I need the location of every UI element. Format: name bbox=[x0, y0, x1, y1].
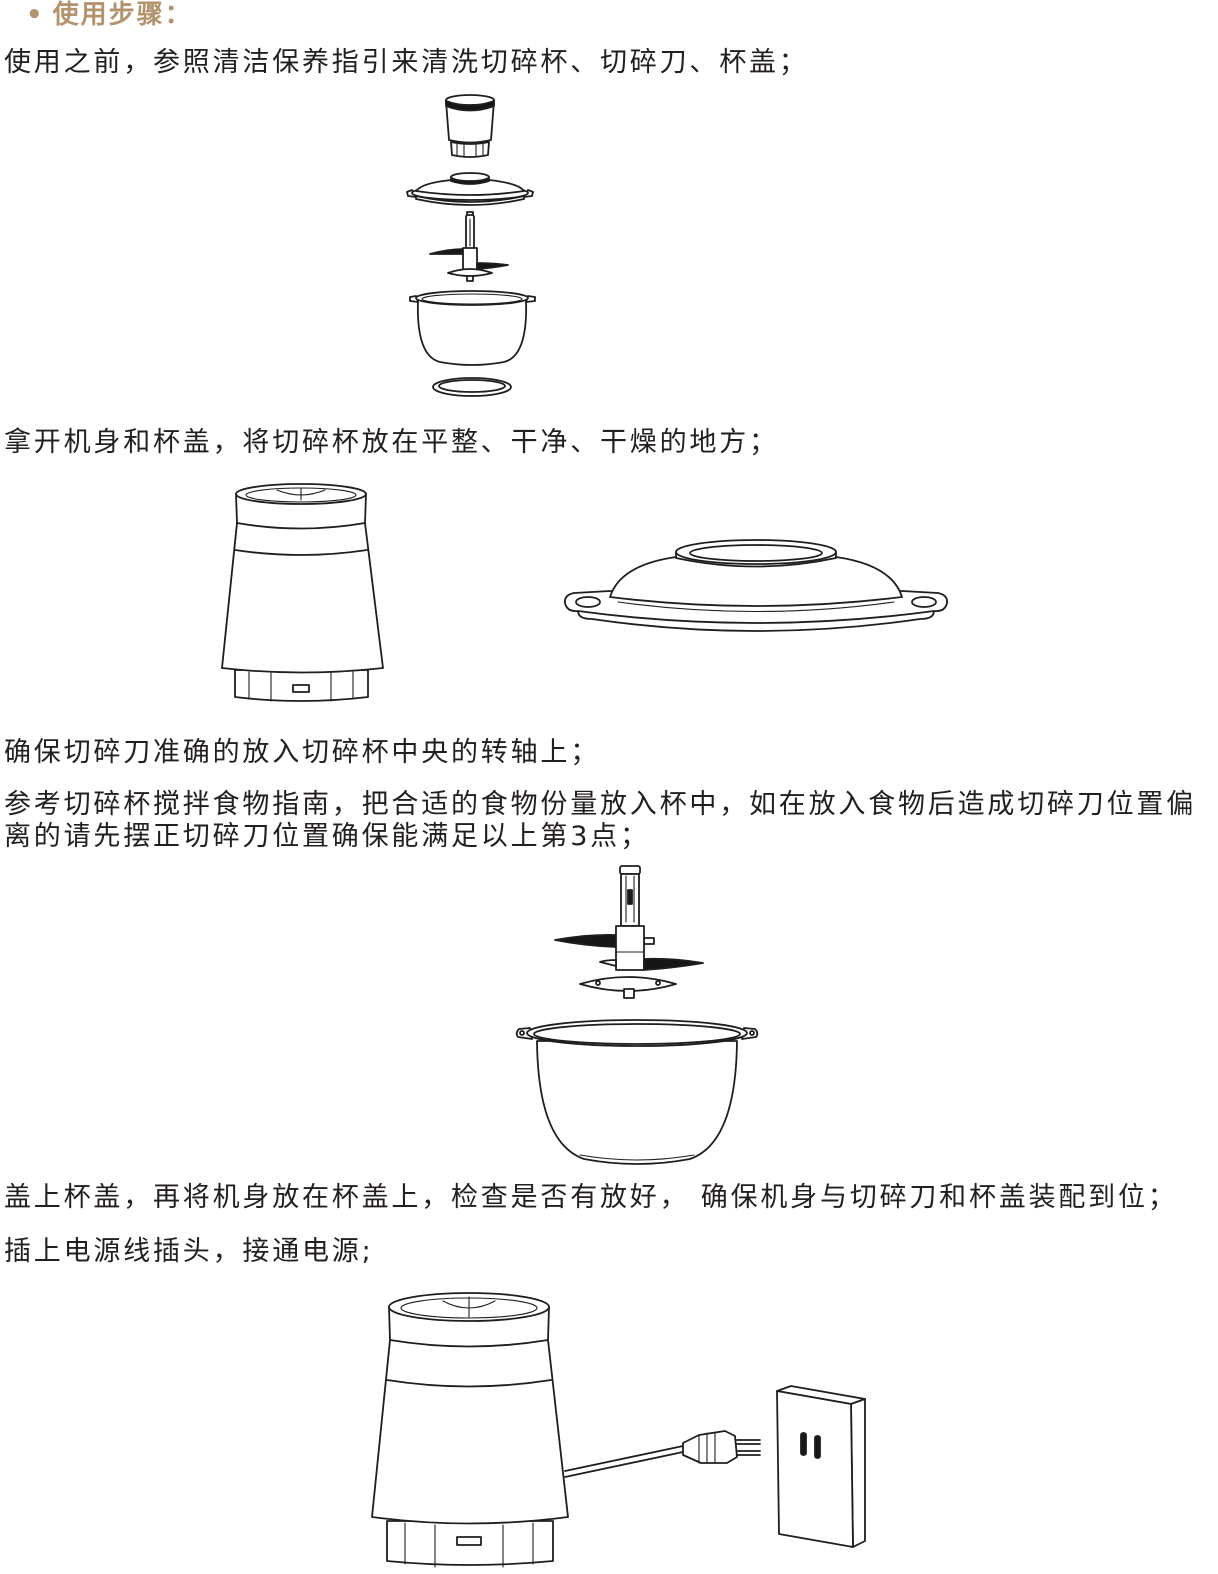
motor-unit-illustration bbox=[221, 483, 384, 702]
blade-part bbox=[429, 211, 509, 282]
bowl-part bbox=[409, 290, 536, 366]
step-4-text-line-2: 离的请先摆正切碎刀位置确保能满足以上第3点； bbox=[4, 821, 650, 852]
heading-bullet: • bbox=[26, 0, 45, 30]
assembled-unit-illustration bbox=[371, 1292, 866, 1568]
step-3-text: 确保切碎刀准确的放入切碎杯中央的转轴上； bbox=[4, 737, 600, 768]
step-1-text: 使用之前，参照清洁保养指引来清洗切碎杯、切碎刀、杯盖； bbox=[4, 47, 809, 78]
exploded-view-illustration bbox=[406, 94, 536, 397]
blade-illustration bbox=[554, 865, 704, 999]
lid-part bbox=[406, 172, 534, 206]
lid-illustration bbox=[564, 539, 948, 632]
base-ring-part bbox=[432, 377, 512, 397]
bowl-illustration bbox=[515, 1019, 759, 1165]
step-6-text: 插上电源线插头，接通电源; bbox=[4, 1236, 374, 1267]
step-4-text-line-1: 参考切碎杯搅拌食物指南，把合适的食物份量放入杯中，如在放入食物后造成切碎刀位置偏 bbox=[4, 789, 1196, 820]
step-5-text: 盖上杯盖，再将机身放在杯盖上，检查是否有放好， 确保机身与切碎刀和杯盖装配到位； bbox=[4, 1182, 1178, 1213]
wall-socket-icon bbox=[776, 1385, 866, 1548]
plug-icon bbox=[682, 1430, 761, 1464]
step-2-text: 拿开机身和杯盖，将切碎杯放在平整、干净、干燥的地方； bbox=[4, 427, 779, 458]
power-cord bbox=[564, 1445, 684, 1478]
heading-title: 使用步骤： bbox=[52, 0, 193, 30]
section-heading: •使用步骤： bbox=[26, 0, 193, 30]
motor-unit-assembled bbox=[371, 1292, 569, 1568]
motor-unit-part bbox=[445, 94, 495, 158]
